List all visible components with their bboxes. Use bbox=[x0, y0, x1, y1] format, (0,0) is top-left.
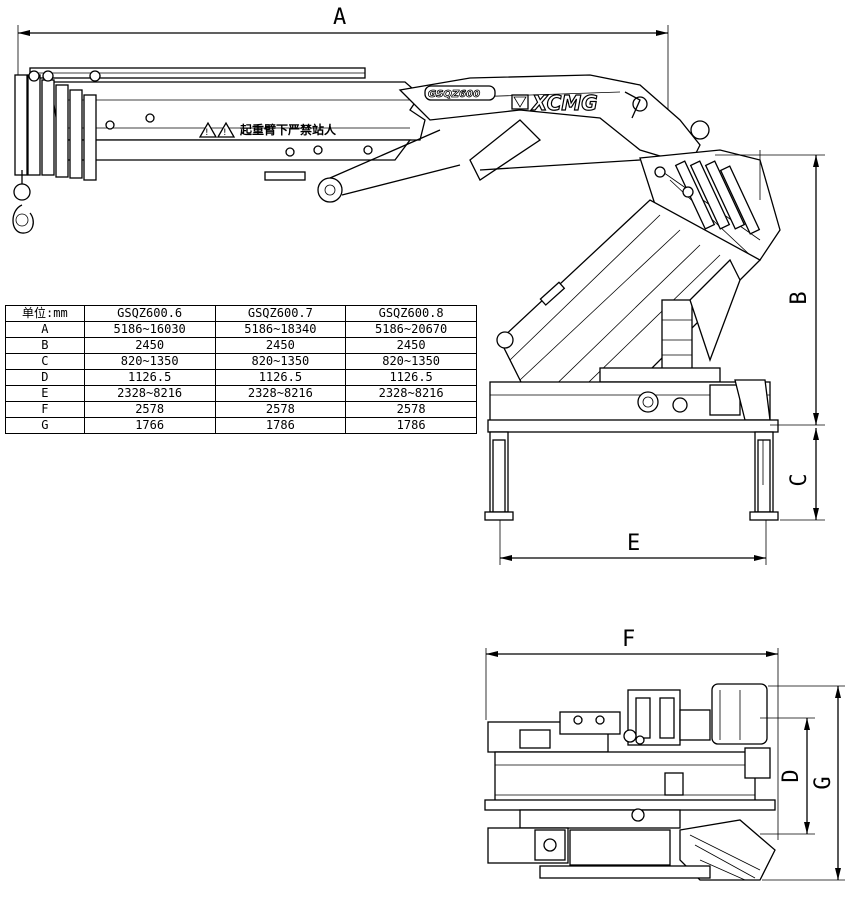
dimension-f: F bbox=[485, 627, 779, 840]
svg-text:!: ! bbox=[205, 128, 209, 138]
table-cell: 1126.5 bbox=[83, 369, 216, 386]
xcmg-logo-icon bbox=[511, 94, 529, 110]
model-header: GSQZ600.7 bbox=[214, 305, 347, 322]
dimension-c-label: C bbox=[787, 473, 812, 486]
table-cell: 2578 bbox=[83, 401, 216, 418]
brand-logo: XCMG bbox=[530, 91, 598, 115]
dimension-a-label: A bbox=[333, 5, 346, 30]
table-cell: F bbox=[5, 401, 85, 418]
spec-table: 单位:mm GSQZ600.6 GSQZ600.7 GSQZ600.8 A 51… bbox=[5, 305, 477, 434]
dimension-d-label: D bbox=[779, 769, 804, 782]
dimension-g-label: G bbox=[811, 776, 836, 789]
table-cell: 820~1350 bbox=[214, 353, 347, 370]
table-row: B 2450 2450 2450 bbox=[5, 337, 477, 354]
model-header: GSQZ600.8 bbox=[345, 305, 477, 322]
table-cell: 2328~8216 bbox=[83, 385, 216, 402]
unit-header: 单位:mm bbox=[5, 305, 85, 322]
table-row: C 820~1350 820~1350 820~1350 bbox=[5, 353, 477, 370]
dimension-e-label: E bbox=[627, 531, 640, 556]
dimension-e: E bbox=[499, 520, 767, 565]
table-cell: 5186~16030 bbox=[83, 321, 216, 338]
table-cell: 5186~20670 bbox=[345, 321, 477, 338]
table-cell: 2578 bbox=[214, 401, 347, 418]
dimension-c: C bbox=[780, 428, 825, 521]
table-cell: 1786 bbox=[214, 417, 347, 434]
table-cell: G bbox=[5, 417, 85, 434]
dimension-g: G bbox=[762, 685, 845, 881]
dimension-f-label: F bbox=[622, 627, 635, 652]
dimension-b: B bbox=[715, 154, 825, 426]
table-row: D 1126.5 1126.5 1126.5 bbox=[5, 369, 477, 386]
hook-icon bbox=[12, 170, 34, 234]
table-cell: 2450 bbox=[83, 337, 216, 354]
dimension-d: D bbox=[760, 717, 815, 835]
table-cell: 2450 bbox=[214, 337, 347, 354]
table-cell: 1766 bbox=[83, 417, 216, 434]
warning-triangle-icon: ! ! bbox=[198, 121, 236, 138]
table-cell: 2328~8216 bbox=[214, 385, 347, 402]
table-cell: 820~1350 bbox=[83, 353, 216, 370]
table-cell: 2328~8216 bbox=[345, 385, 477, 402]
table-cell: 5186~18340 bbox=[214, 321, 347, 338]
model-badge: GSQZ600 bbox=[428, 89, 480, 100]
table-cell: B bbox=[5, 337, 85, 354]
side-view-crane: ! ! 起重臂下严禁站人 GSQZ600 XCMG bbox=[12, 67, 781, 521]
table-cell: 2578 bbox=[345, 401, 477, 418]
table-row: G 1766 1786 1786 bbox=[5, 417, 477, 434]
table-cell: C bbox=[5, 353, 85, 370]
warning-text: 起重臂下严禁站人 bbox=[239, 122, 337, 137]
spec-table-header: 单位:mm GSQZ600.6 GSQZ600.7 GSQZ600.8 bbox=[5, 305, 477, 322]
table-cell: 2450 bbox=[345, 337, 477, 354]
dimension-b-label: B bbox=[787, 291, 812, 304]
top-view-crane bbox=[484, 683, 776, 881]
model-header: GSQZ600.6 bbox=[83, 305, 216, 322]
svg-text:!: ! bbox=[223, 128, 227, 138]
table-cell: 1126.5 bbox=[214, 369, 347, 386]
table-cell: D bbox=[5, 369, 85, 386]
table-row: E 2328~8216 2328~8216 2328~8216 bbox=[5, 385, 477, 402]
table-cell: A bbox=[5, 321, 85, 338]
table-cell: E bbox=[5, 385, 85, 402]
table-row: A 5186~16030 5186~18340 5186~20670 bbox=[5, 321, 477, 338]
table-row: F 2578 2578 2578 bbox=[5, 401, 477, 418]
table-cell: 1126.5 bbox=[345, 369, 477, 386]
table-cell: 820~1350 bbox=[345, 353, 477, 370]
table-cell: 1786 bbox=[345, 417, 477, 434]
dimension-a: A bbox=[17, 5, 669, 130]
